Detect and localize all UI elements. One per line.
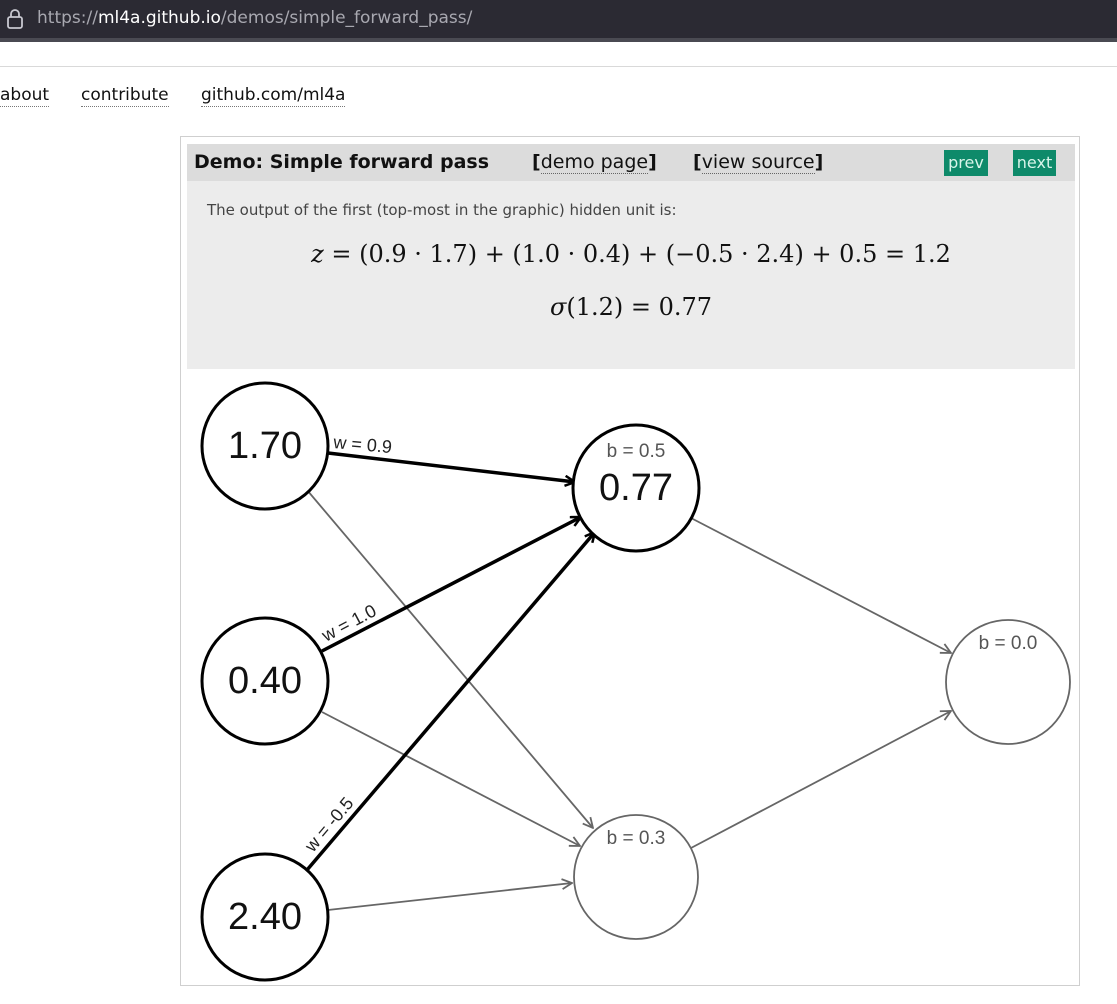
- input-node-2: 0.40: [200, 616, 330, 746]
- input-node-1: 1.70: [200, 381, 330, 511]
- demo-header: [187, 144, 1075, 181]
- url-path: /demos/simple_forward_pass/: [220, 8, 473, 28]
- equation-lhs: z: [311, 240, 324, 268]
- edge-in2-h2: [321, 711, 580, 846]
- demo-description: The output of the first (top-most in the…: [207, 201, 677, 219]
- input-node-2-value: 0.40: [228, 660, 302, 702]
- input-node-3: 2.40: [200, 852, 330, 982]
- demo-content-panel: [187, 181, 1075, 369]
- nav-link-contribute[interactable]: contribute: [81, 85, 169, 107]
- edge-in2-h1: [321, 515, 581, 653]
- url-text[interactable]: https://ml4a.github.io/demos/simple_forw…: [37, 8, 472, 28]
- view-source-link[interactable]: [view source]: [693, 151, 824, 174]
- equation-sigma: σ(1.2) = 0.77: [0, 293, 1117, 321]
- lock-icon: [7, 9, 23, 29]
- hidden-node-1: b = 0.5 0.77: [571, 423, 701, 553]
- hidden-node-2-bias: b = 0.3: [607, 828, 666, 849]
- input-node-1-value: 1.70: [228, 425, 302, 467]
- input-node-3-value: 2.40: [228, 896, 302, 938]
- hidden-node-2: b = 0.3: [573, 814, 699, 940]
- header-divider: [0, 66, 1117, 67]
- demo-title: Demo: Simple forward pass: [194, 151, 490, 173]
- activation-rhs: (1.2) = 0.77: [566, 293, 713, 321]
- prev-button[interactable]: prev: [944, 150, 988, 176]
- nav-link-about[interactable]: about: [0, 85, 50, 107]
- url-host: ml4a.github.io: [97, 8, 221, 28]
- equation-rhs: = (0.9 · 1.7) + (1.0 · 0.4) + (−0.5 · 2.…: [323, 240, 951, 268]
- view-source-label: view source: [701, 151, 815, 174]
- edge-in1-h1: [327, 451, 575, 482]
- demo-page-label: demo page: [540, 151, 649, 174]
- output-node-bias: b = 0.0: [979, 633, 1038, 654]
- edge-in1-h2: [306, 489, 593, 828]
- equation-z: z = (0.9 · 1.7) + (1.0 · 0.4) + (−0.5 · …: [0, 240, 1117, 268]
- edge-h2-out: [690, 711, 951, 849]
- next-button[interactable]: next: [1013, 150, 1056, 176]
- edge-in3-h2: [327, 883, 572, 911]
- output-node: b = 0.0: [945, 619, 1071, 745]
- edge-h1-out: [690, 517, 951, 653]
- browser-url-bar[interactable]: https://ml4a.github.io/demos/simple_forw…: [0, 0, 1117, 38]
- edge-in3-h1: [305, 532, 595, 872]
- hidden-node-1-bias: b = 0.5: [607, 441, 666, 462]
- activation-fn: σ: [549, 293, 567, 321]
- url-prefix: https://: [37, 8, 98, 28]
- toolbar-divider: [0, 38, 1117, 42]
- hidden-node-1-value: 0.77: [599, 467, 673, 509]
- demo-page-link[interactable]: [demo page]: [532, 151, 657, 174]
- nav-link-github[interactable]: github.com/ml4a: [201, 85, 346, 107]
